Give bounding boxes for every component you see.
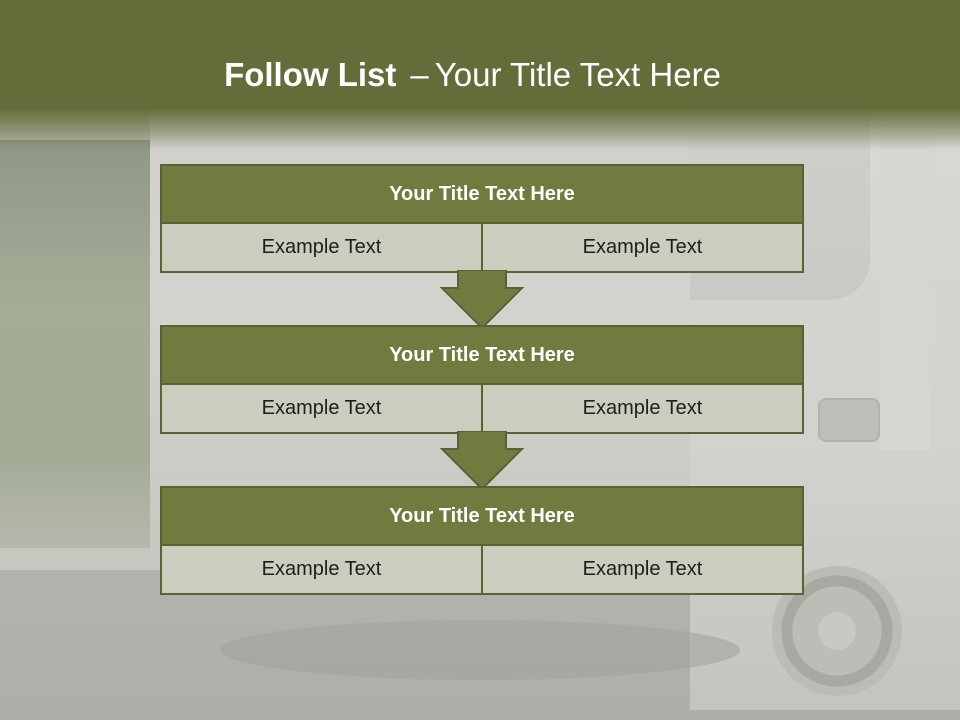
step-row: Example Text Example Text — [162, 544, 802, 593]
step-title: Your Title Text Here — [162, 327, 802, 383]
door-handle — [818, 398, 880, 442]
step-box-3: Your Title Text Here Example Text Exampl… — [160, 486, 804, 595]
step-title: Your Title Text Here — [162, 166, 802, 222]
step-right-text: Example Text — [481, 546, 802, 593]
grass-area — [0, 140, 170, 560]
step-left-text: Example Text — [162, 385, 481, 432]
step-box-2: Your Title Text Here Example Text Exampl… — [160, 325, 804, 434]
step-row: Example Text Example Text — [162, 383, 802, 432]
header-band — [0, 0, 960, 150]
slide-title: Follow List–Your Title Text Here — [0, 56, 945, 94]
curb — [0, 548, 170, 570]
step-right-text: Example Text — [481, 385, 802, 432]
slide-title-rest: Your Title Text Here — [434, 56, 721, 93]
step-row: Example Text Example Text — [162, 222, 802, 271]
step-left-text: Example Text — [162, 546, 481, 593]
step-left-text: Example Text — [162, 224, 481, 271]
truck-pillar — [880, 110, 930, 450]
step-right-text: Example Text — [481, 224, 802, 271]
down-arrow-icon — [440, 270, 524, 330]
step-title: Your Title Text Here — [162, 488, 802, 544]
ground-shadow — [220, 620, 740, 680]
slide-title-dash: – — [410, 56, 429, 93]
slide-title-bold: Follow List — [224, 56, 397, 93]
down-arrow-icon — [440, 431, 524, 491]
step-box-1: Your Title Text Here Example Text Exampl… — [160, 164, 804, 273]
